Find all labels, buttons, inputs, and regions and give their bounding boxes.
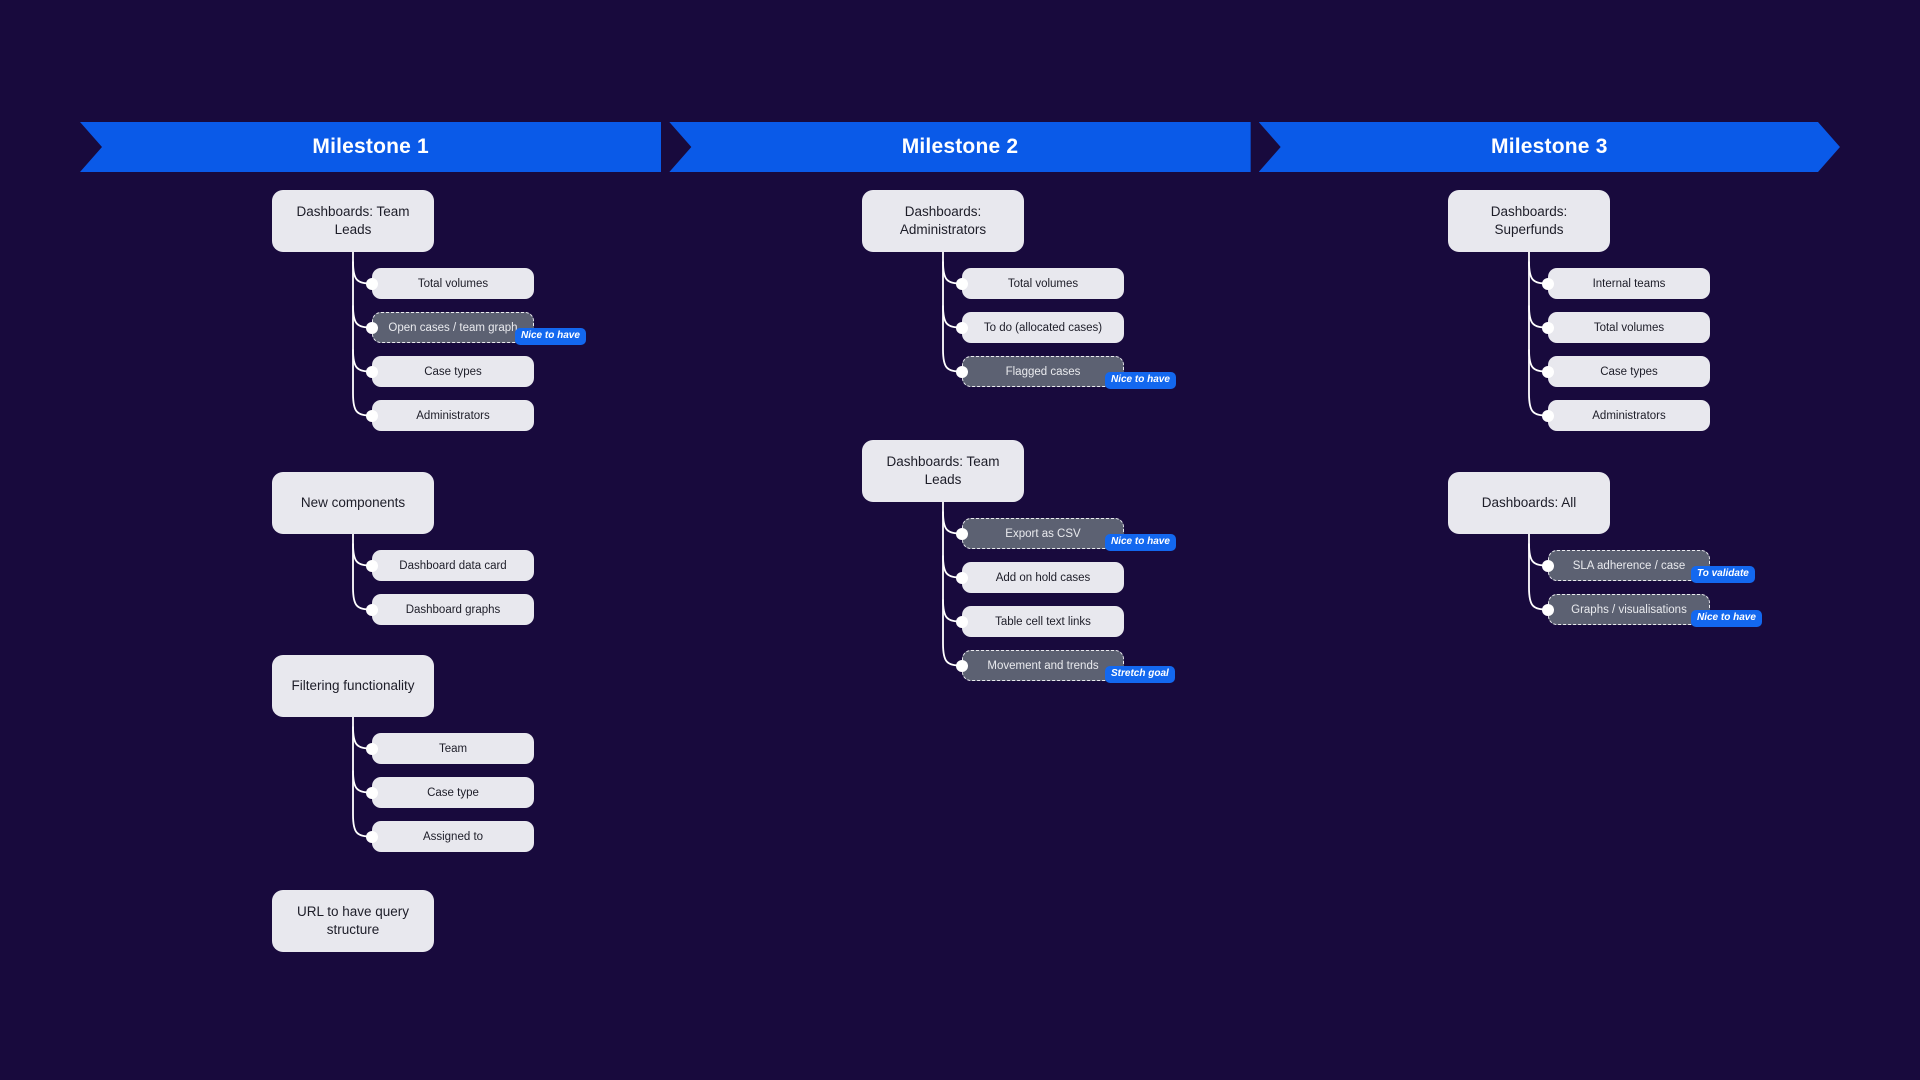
child-card[interactable]: Dashboard data card: [372, 550, 534, 581]
connector-dot: [1542, 409, 1554, 422]
connector-dot: [366, 786, 378, 799]
child-card[interactable]: Administrators: [1548, 400, 1710, 431]
child-card[interactable]: Graphs / visualisations: [1548, 594, 1710, 625]
child-card[interactable]: Team: [372, 733, 534, 764]
child-card[interactable]: SLA adherence / case: [1548, 550, 1710, 581]
milestone-header-band: Milestone 1 Milestone 2 Milestone 3: [80, 122, 1840, 172]
connector-dot: [366, 742, 378, 755]
child-row: Case types: [1542, 356, 1808, 400]
connector-dot: [956, 615, 968, 628]
child-row: Internal teams: [1542, 268, 1808, 312]
connector-dot: [366, 603, 378, 616]
milestone-label: Milestone 3: [1491, 135, 1608, 158]
child-row: Assigned to: [366, 821, 632, 865]
status-badge[interactable]: Nice to have: [1105, 372, 1176, 389]
child-card[interactable]: Case types: [372, 356, 534, 387]
child-row: Administrators: [366, 400, 632, 444]
child-row: Total volumes: [1542, 312, 1808, 356]
parent-card[interactable]: Filtering functionality: [272, 655, 434, 717]
connector-dot: [1542, 365, 1554, 378]
milestone-chevron-divider-1: [661, 122, 670, 172]
milestone-header-3[interactable]: Milestone 3: [1259, 122, 1840, 172]
child-card[interactable]: Case type: [372, 777, 534, 808]
connector-dot: [366, 559, 378, 572]
card-group: URL to have query structure: [272, 890, 434, 952]
status-badge[interactable]: Stretch goal: [1105, 666, 1175, 683]
child-card[interactable]: Administrators: [372, 400, 534, 431]
connector-dot: [366, 830, 378, 843]
child-card[interactable]: Export as CSV: [962, 518, 1124, 549]
child-row: Administrators: [1542, 400, 1808, 444]
connector-dot: [366, 365, 378, 378]
milestone-label: Milestone 2: [901, 135, 1019, 158]
child-card[interactable]: Open cases / team graph: [372, 312, 534, 343]
connector-dot: [956, 277, 968, 290]
child-card[interactable]: Add on hold cases: [962, 562, 1124, 593]
parent-card[interactable]: Dashboards: Superfunds: [1448, 190, 1610, 252]
parent-card[interactable]: Dashboards: Team Leads: [862, 440, 1024, 502]
status-badge[interactable]: To validate: [1691, 566, 1755, 583]
milestone-chevron-divider-2: [1250, 122, 1259, 172]
parent-card[interactable]: Dashboards: All: [1448, 472, 1610, 534]
child-row: To do (allocated cases): [956, 312, 1222, 356]
connector-dot: [1542, 321, 1554, 334]
child-card[interactable]: Total volumes: [372, 268, 534, 299]
child-card[interactable]: Case types: [1548, 356, 1710, 387]
child-row: Case type: [366, 777, 632, 821]
connector-dot: [1542, 559, 1554, 572]
connector-dot: [1542, 277, 1554, 290]
connector-dot: [956, 321, 968, 334]
child-card[interactable]: Assigned to: [372, 821, 534, 852]
connector-dot: [366, 409, 378, 422]
milestone-header-2[interactable]: Milestone 2: [669, 122, 1251, 172]
connector-dot: [956, 527, 968, 540]
child-row: Dashboard data card: [366, 550, 632, 594]
connector-dot: [956, 571, 968, 584]
child-card[interactable]: Flagged cases: [962, 356, 1124, 387]
connector-dot: [956, 659, 968, 672]
parent-card[interactable]: Dashboards: Team Leads: [272, 190, 434, 252]
child-row: Dashboard graphs: [366, 594, 632, 638]
connector-dot: [956, 365, 968, 378]
parent-card[interactable]: URL to have query structure: [272, 890, 434, 952]
child-row: Table cell text links: [956, 606, 1222, 650]
parent-card[interactable]: New components: [272, 472, 434, 534]
status-badge[interactable]: Nice to have: [1691, 610, 1762, 627]
milestone-label: Milestone 1: [312, 135, 429, 158]
child-row: Total volumes: [366, 268, 632, 312]
child-card[interactable]: Total volumes: [1548, 312, 1710, 343]
child-row: Case types: [366, 356, 632, 400]
child-card[interactable]: Internal teams: [1548, 268, 1710, 299]
child-card[interactable]: Movement and trends: [962, 650, 1124, 681]
child-card[interactable]: Total volumes: [962, 268, 1124, 299]
parent-card[interactable]: Dashboards: Administrators: [862, 190, 1024, 252]
child-row: Add on hold cases: [956, 562, 1222, 606]
status-badge[interactable]: Nice to have: [515, 328, 586, 345]
child-card[interactable]: Dashboard graphs: [372, 594, 534, 625]
child-card[interactable]: To do (allocated cases): [962, 312, 1124, 343]
status-badge[interactable]: Nice to have: [1105, 534, 1176, 551]
connector-dot: [366, 277, 378, 290]
child-row: Team: [366, 733, 632, 777]
child-row: Total volumes: [956, 268, 1222, 312]
connector-dot: [366, 321, 378, 334]
milestone-header-1[interactable]: Milestone 1: [80, 122, 662, 172]
connector-dot: [1542, 603, 1554, 616]
child-card[interactable]: Table cell text links: [962, 606, 1124, 637]
